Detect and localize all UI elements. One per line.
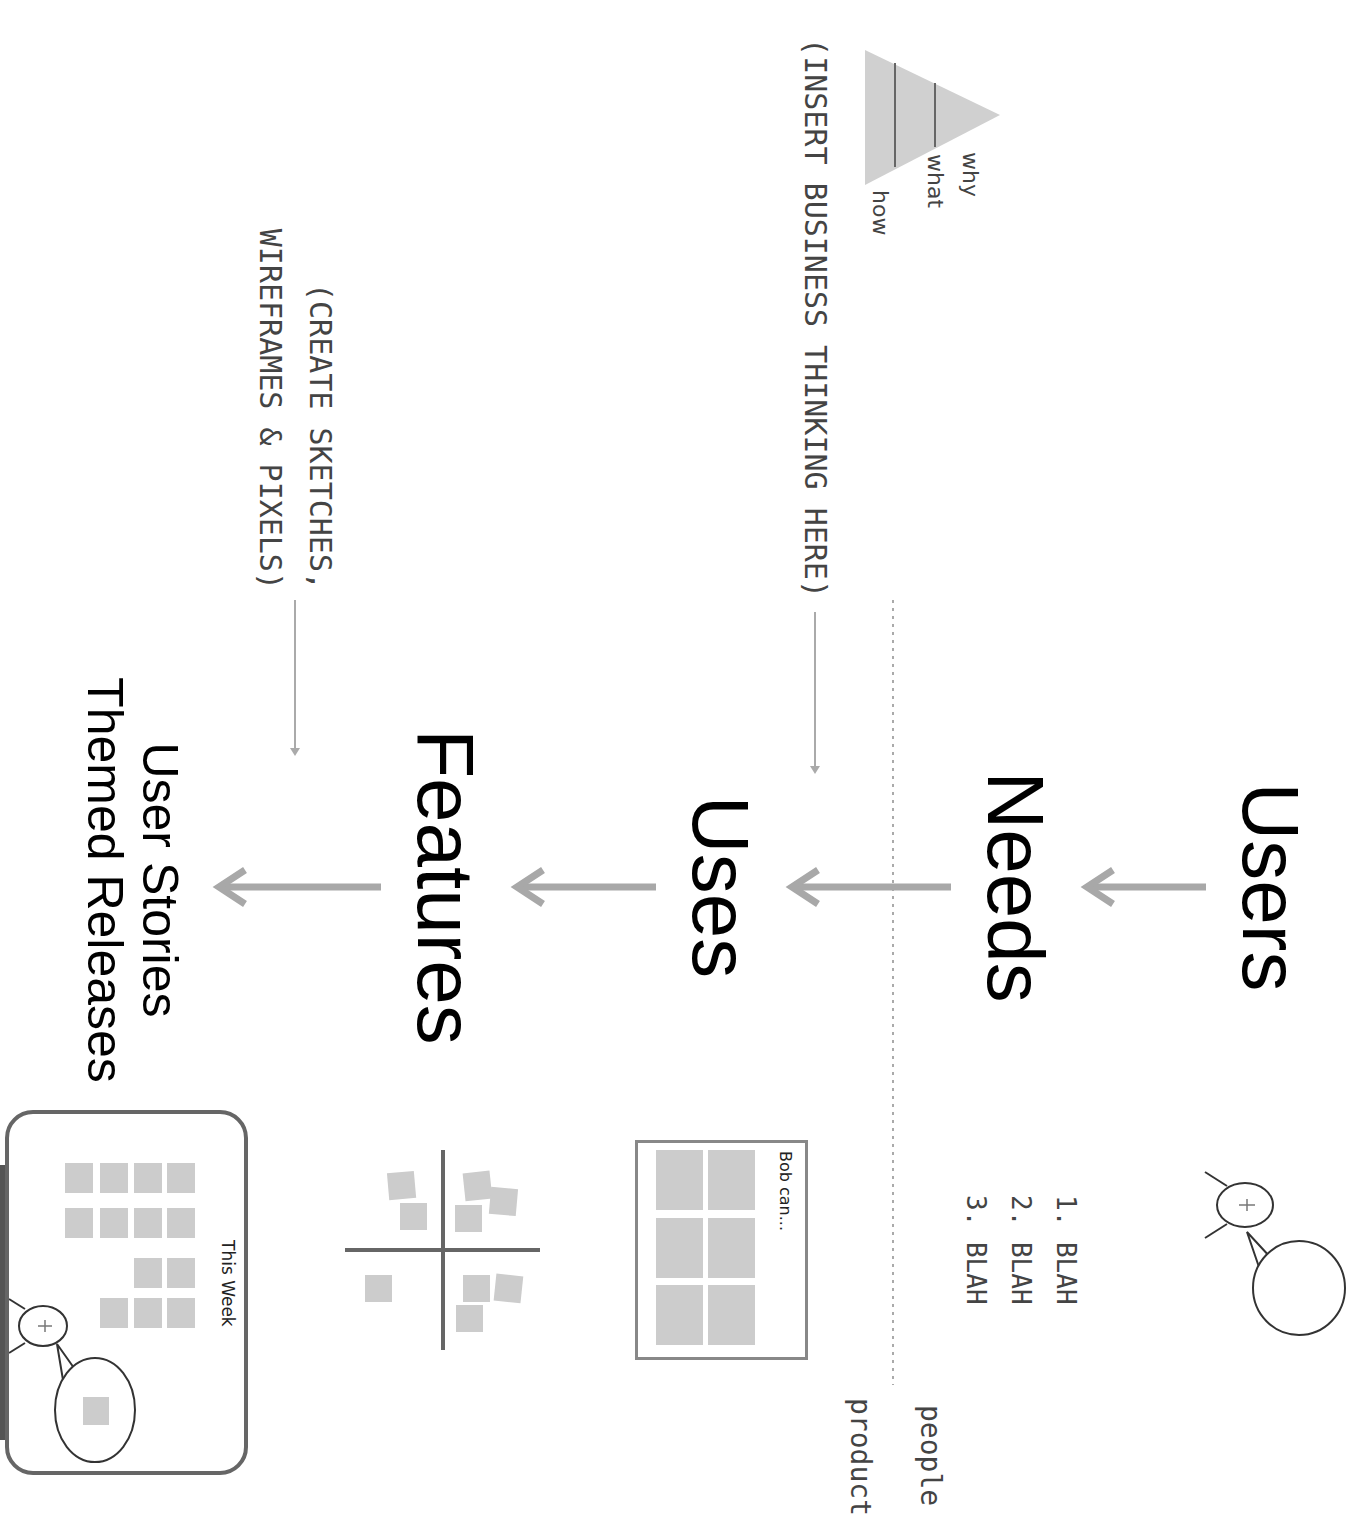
stage-word: Features <box>401 723 489 1051</box>
note-label: 2. BLAH <box>1004 1195 1035 1305</box>
sticky-note <box>494 1274 524 1304</box>
sticky-note <box>167 1258 195 1288</box>
task-board: This Week <box>5 1110 248 1475</box>
arrow-head <box>1087 870 1113 904</box>
note-label: 1. BLAH <box>1049 1195 1080 1305</box>
node-label: User Stories <box>132 677 187 1083</box>
sticky-note <box>100 1298 128 1328</box>
leader-line <box>294 600 296 748</box>
node-label: Uses <box>680 796 760 978</box>
arrow-shaft <box>517 883 656 890</box>
note-label: people <box>913 1405 947 1506</box>
wireframe-block <box>656 1150 703 1210</box>
sticky-note <box>387 1171 416 1200</box>
sticky-note <box>134 1258 162 1288</box>
note-label: (INSERT BUSINESS THINKING HERE) <box>797 38 833 598</box>
sticky-note <box>134 1208 162 1238</box>
flow-arrow <box>1087 870 1206 904</box>
sticky-note <box>83 1397 109 1425</box>
node-label: Features <box>405 729 485 1045</box>
wireframe-block <box>656 1218 703 1278</box>
person-shoulder <box>1205 1172 1227 1186</box>
leader-tip <box>810 766 820 774</box>
arrow-shaft <box>1087 884 1206 891</box>
pyramid-tier <box>894 63 896 167</box>
sticky-note <box>463 1171 493 1202</box>
person-head <box>19 1306 67 1346</box>
arrow-head <box>792 870 818 904</box>
sticky-note <box>100 1163 128 1193</box>
wireframe-block <box>708 1218 755 1278</box>
node-label: Bob can... <box>776 1151 795 1357</box>
speech-bubble <box>55 1358 135 1462</box>
note-label: what <box>922 154 948 208</box>
leader-tip <box>290 748 300 756</box>
node-label: This Week <box>218 1240 238 1471</box>
flow-arrow <box>792 870 951 904</box>
arrow-shaft <box>792 883 951 890</box>
node-label: Users <box>1230 783 1310 992</box>
sticky-note <box>167 1298 195 1328</box>
sticky-note <box>489 1187 518 1216</box>
sticky-note <box>167 1163 195 1193</box>
note-label: why <box>957 152 983 197</box>
person-head <box>1217 1183 1273 1227</box>
note-label: how <box>867 190 893 235</box>
wireframe-block <box>656 1285 703 1345</box>
pyramid-tier <box>934 83 936 147</box>
note-label: 3. BLAH <box>959 1195 990 1305</box>
note-label: product <box>843 1398 877 1516</box>
wireframe-block <box>708 1150 755 1210</box>
leader-line <box>814 612 816 766</box>
sticky-note <box>365 1275 392 1302</box>
arrow-head <box>517 870 543 904</box>
person-feature <box>44 1320 46 1332</box>
flow-arrow <box>219 870 381 904</box>
sticky-note <box>100 1208 128 1238</box>
stage-word: Needs <box>971 765 1059 1008</box>
stage-word: Users <box>1226 777 1314 998</box>
speech-bubble <box>1253 1241 1345 1335</box>
sticky-note <box>400 1203 427 1230</box>
divider-line <box>892 600 894 1385</box>
node-label: Needs <box>975 771 1055 1002</box>
sticky-note <box>134 1163 162 1193</box>
arrow-shaft <box>219 883 381 890</box>
person-shoulder <box>9 1343 25 1353</box>
wireframe-block <box>708 1285 755 1345</box>
node-label: Themed Releases <box>77 677 132 1083</box>
sticky-note <box>65 1163 93 1193</box>
flow-arrow <box>517 870 656 904</box>
sticky-note <box>456 1305 483 1332</box>
arrow-head <box>219 870 245 904</box>
person-shoulder <box>1205 1224 1227 1238</box>
sticky-note <box>65 1208 93 1238</box>
note-label: (CREATE SKETCHES, WIREFRAMES & PIXELS) <box>245 220 345 590</box>
wireframe-box: Bob can... <box>635 1140 808 1360</box>
sticky-note <box>463 1275 490 1302</box>
person-shoulder <box>9 1299 25 1309</box>
quadrant-axis <box>441 1150 445 1350</box>
sticky-note <box>134 1298 162 1328</box>
sticky-note <box>455 1205 482 1232</box>
stage-word: User StoriesThemed Releases <box>73 671 191 1089</box>
person-feature <box>1246 1199 1248 1211</box>
sticky-note <box>167 1208 195 1238</box>
stage-word: Uses <box>676 790 764 984</box>
